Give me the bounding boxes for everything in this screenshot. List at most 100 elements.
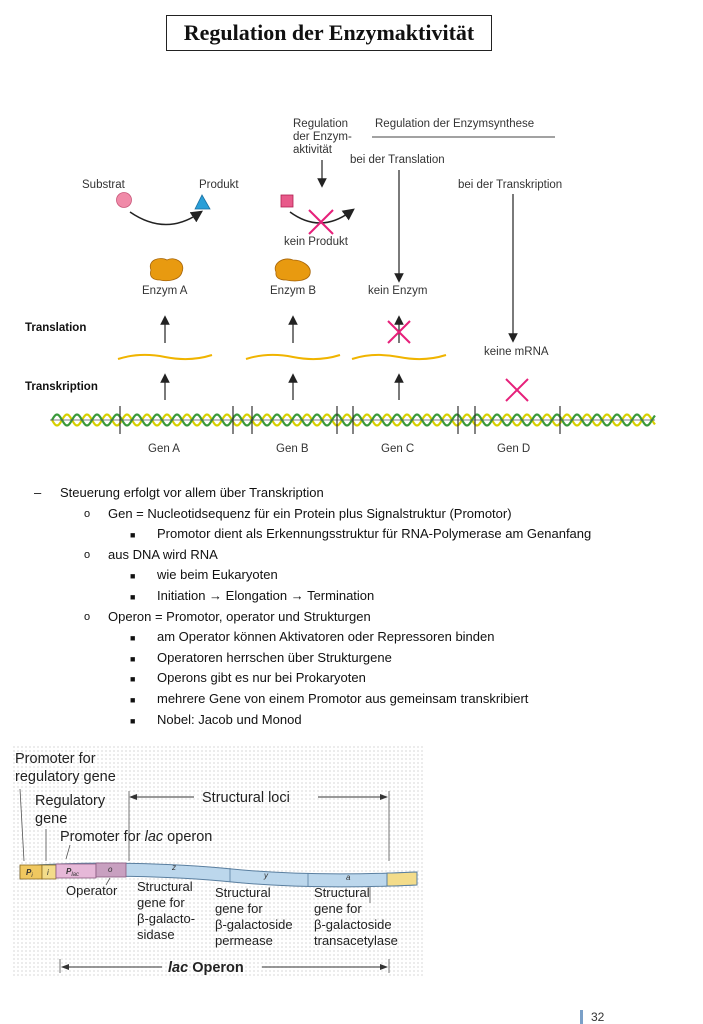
label-enzym-b: Enzym B [270, 285, 316, 297]
reaction-arrow-a [129, 210, 203, 226]
label-enzym-a: Enzym A [142, 285, 188, 297]
substrate-square-icon [280, 194, 294, 208]
enzyme-b-icon [274, 258, 311, 282]
label-gen-b: Gen B [276, 443, 309, 455]
label-struct-y-4: permease [215, 933, 273, 948]
note-item: ■Operatoren herrschen über Strukturgene [34, 648, 684, 669]
enzyme-a-icon [149, 258, 184, 282]
bullet-marker: ■ [130, 530, 136, 541]
label-translation: Translation [25, 322, 86, 334]
label-seg-y: y [263, 871, 269, 880]
label-struct-z-4: sidase [137, 927, 175, 942]
gene-boundaries [119, 406, 561, 434]
bullet-marker: o [84, 610, 91, 623]
bullet-marker: ■ [130, 694, 136, 705]
cross-icon [387, 320, 411, 344]
page-title: Regulation der Enzymaktivität [166, 15, 492, 51]
label-regulatory-gene-1: Regulatory [35, 793, 106, 809]
segment-regulatory-i [41, 864, 57, 880]
pointer-promoter-lac [65, 844, 71, 860]
notes-list: –Steuerung erfolgt vor allem über Transk… [34, 483, 684, 730]
note-text: am Operator können Aktivatoren oder Repr… [157, 629, 495, 645]
label-struct-y-3: β-galactoside [215, 917, 293, 932]
note-item: o Gen = Nucleotidsequenz für ein Protein … [34, 504, 684, 525]
label-reg-enzymaktivitaet-2: der Enzym- [293, 131, 352, 143]
label-gen-a: Gen A [148, 443, 180, 455]
label-reg-enzymsynthese: Regulation der Enzymsynthese [375, 118, 534, 130]
bullet-marker: ■ [130, 571, 136, 582]
label-seg-z: z [171, 863, 176, 872]
mrna-strand-b [245, 353, 341, 361]
note-item: o aus DNA wird RNA [34, 545, 684, 566]
cross-icon [505, 378, 529, 402]
cross-icon [308, 209, 334, 235]
label-reg-enzymaktivitaet-3: aktivität [293, 144, 333, 156]
substrate-circle-icon [116, 192, 132, 208]
mrna-strand-c [351, 353, 447, 361]
label-seg-plac: Plac [66, 867, 79, 878]
note-item: o Operon = Promotor, operator und Struktu… [34, 607, 684, 628]
bullet-marker: ■ [130, 674, 136, 685]
label-struct-y-1: Structural [215, 885, 271, 900]
note-text: mehrere Gene von einem Promotor aus geme… [157, 690, 529, 706]
label-bei-translation: bei der Translation [350, 154, 445, 166]
label-struct-z-2: gene for [137, 895, 185, 910]
label-substrat: Substrat [82, 179, 126, 191]
label-gen-d: Gen D [497, 443, 530, 455]
page-number: 32 [580, 1010, 631, 1024]
regulation-diagram: Regulation der Enzym- aktivität Regulati… [25, 118, 656, 455]
note-item: ■ Operons gibt es nur bei Prokaryoten [34, 668, 684, 689]
mrna-strand-a [117, 353, 213, 361]
product-triangle-icon [194, 194, 211, 210]
note-text: Nobel: Jacob und Monod [157, 711, 302, 727]
label-operator: Operator [66, 883, 118, 898]
note-item: ■ Initiation → Elongation → Termination [34, 586, 684, 607]
bullet-marker: o [84, 548, 91, 561]
dna-end-segment [386, 871, 418, 887]
label-kein-enzym: kein Enzym [368, 285, 427, 297]
note-text: aus DNA wird RNA [108, 546, 218, 562]
label-keine-mrna: keine mRNA [484, 346, 549, 358]
note-text: Steuerung erfolgt vor allem über Transkr… [60, 485, 324, 500]
label-seg-o: o [108, 865, 113, 874]
note-text: wie beim Eukaryoten [157, 567, 278, 583]
label-struct-a-4: transacetylase [314, 933, 398, 948]
note-text: Gen = Nucleotidsequenz für ein Protein p… [108, 505, 512, 521]
note-text: Operon = Promotor, operator und Struktur… [108, 608, 371, 624]
label-promoter-regulatory-1: Promoter for [15, 751, 96, 767]
label-lac-operon: lac Operon [168, 960, 244, 976]
note-text: Promotor dient als Erkennungsstruktur fü… [157, 526, 592, 542]
bullet-marker: ■ [130, 653, 136, 664]
bullet-marker: ■ [130, 633, 136, 644]
note-item: ■ mehrere Gene von einem Promotor aus gem… [34, 689, 684, 710]
label-structural-loci: Structural loci [202, 790, 290, 806]
lac-operon-figure: Promoter for regulatory gene Regulatory … [12, 745, 424, 977]
label-seg-pi: Pi [26, 868, 33, 879]
label-seg-i: i [47, 868, 49, 877]
label-promoter-regulatory-2: regulatory gene [15, 769, 116, 785]
segment-operator [95, 862, 127, 878]
note-item: ■ am Operator können Aktivatoren oder Rep… [34, 627, 684, 648]
label-transkription: Transkription [25, 381, 98, 393]
label-produkt: Produkt [199, 179, 239, 191]
label-regulatory-gene-2: gene [35, 811, 67, 827]
label-gen-c: Gen C [381, 443, 414, 455]
pointer-operator [105, 877, 111, 886]
note-text: Initiation → Elongation → Termination [157, 587, 375, 603]
label-struct-a-3: β-galactoside [314, 917, 392, 932]
bullet-marker: ■ [130, 591, 136, 602]
note-item: –Steuerung erfolgt vor allem über Transk… [34, 483, 684, 504]
note-item: ■Nobel: Jacob und Monod [34, 710, 684, 731]
bullet-marker: o [84, 507, 91, 520]
note-item: ■ wie beim Eukaryoten [34, 565, 684, 586]
label-seg-a: a [346, 873, 351, 882]
note-text: Operons gibt es nur bei Prokaryoten [157, 670, 366, 686]
label-struct-a-2: gene for [314, 901, 362, 916]
label-bei-transkription: bei der Transkription [458, 179, 562, 191]
label-kein-produkt: kein Produkt [284, 236, 349, 248]
label-reg-enzymaktivitaet-1: Regulation [293, 118, 348, 130]
note-item: ■ Promotor dient als Erkennungsstruktur f… [34, 524, 684, 545]
label-promoter-lac: Promoter for lac operon [60, 829, 212, 845]
label-struct-z-3: β-galacto- [137, 911, 195, 926]
label-struct-y-2: gene for [215, 901, 263, 916]
